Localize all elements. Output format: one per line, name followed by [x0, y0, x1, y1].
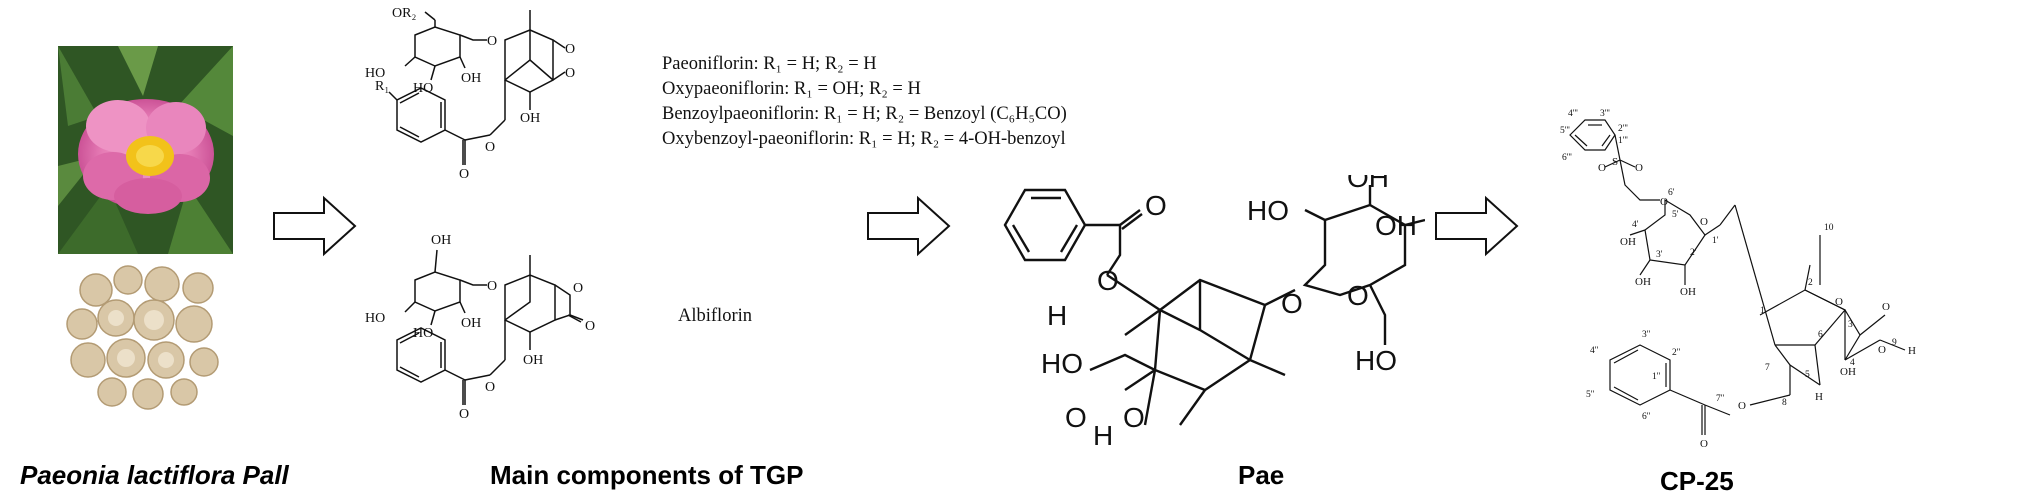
cp25-o-atom-1: O	[1598, 162, 1606, 174]
cp25-o-atom-3: O	[1660, 196, 1668, 208]
cp25-num: 5'	[1672, 210, 1679, 220]
pae-h-atom-1: H	[1047, 300, 1067, 331]
cp25-o-atom-4: O	[1700, 216, 1708, 228]
cp25-num: 6'''	[1562, 153, 1572, 163]
cp25-caption: CP-25	[1660, 466, 1734, 496]
pae-o-atom-2: O	[1097, 265, 1119, 296]
cp25-structure: S O O O O OH OH OH O O O OH H H O O 1 2 …	[1560, 109, 1916, 450]
cp25-num: 5''	[1586, 390, 1594, 400]
alb-oh-atom-1: OH	[431, 233, 451, 248]
or2-atom: OR₂	[392, 6, 416, 21]
pae-ho-atom-1: HO	[1041, 348, 1083, 379]
cp25-num: 1	[1760, 306, 1765, 316]
cp25-num: 3	[1848, 320, 1853, 330]
cp25-num: 9	[1892, 338, 1897, 348]
cp25-num: 2''	[1672, 348, 1680, 358]
cp25-num: 6''	[1642, 412, 1650, 422]
cp25-num: 3'''	[1600, 109, 1610, 119]
ho-atom-2: HO	[413, 81, 433, 96]
cp25-o-atom-2: O	[1635, 162, 1643, 174]
cp25-num: 5	[1805, 370, 1810, 380]
alb-ho-atom-2: HO	[413, 326, 433, 341]
cp25-atom-numbering: 1 2 3 4 5 6 7 8 9 10 1' 2' 3' 4' 5' 6' 1…	[1560, 109, 1897, 422]
paeoniflorin-structure: OR₂ HO HO OH O O O OH R₁ O O	[365, 6, 575, 182]
cp25-oh-atom-4: OH	[1840, 366, 1856, 378]
cp25-o-atom-7: O	[1878, 344, 1886, 356]
cp25-num: 6	[1818, 330, 1823, 340]
tgp-caption: Main components of TGP	[490, 460, 804, 490]
pae-oh-atom-1: OH	[1347, 175, 1389, 193]
cp25-o-atom-8: O	[1738, 400, 1746, 412]
cp25-oh-atom-3: OH	[1680, 286, 1696, 298]
pae-structure: O O H HO O O H O O OH HO OH HO	[1003, 175, 1425, 451]
cp25-h-atom-1: H	[1815, 391, 1823, 403]
o-atom-2: O	[565, 42, 575, 57]
cp25-h-atom-2: H	[1908, 345, 1916, 357]
pae-ho-atom-2: HO	[1247, 195, 1289, 226]
pae-o-atom-6: O	[1347, 280, 1369, 311]
alb-o-atom-2: O	[573, 281, 583, 296]
plant-caption: Paeonia lactiflora Pall	[20, 460, 289, 490]
r-group-line-benzoylpaeoniflorin: Benzoylpaeoniflorin: R₁ = H; R₂ = Benzoy…	[662, 104, 1067, 124]
alb-o-atom-3: O	[585, 319, 595, 334]
cp25-num: 7	[1765, 363, 1770, 373]
o-atom-5: O	[459, 167, 469, 182]
ho-atom-1: HO	[365, 66, 385, 81]
alb-o-atom-4: O	[485, 380, 495, 395]
cp25-num: 4'''	[1568, 109, 1578, 119]
cp25-s-atom: S	[1612, 156, 1618, 168]
pae-ho-atom-3: HO	[1355, 345, 1397, 376]
alb-o-atom-1: O	[487, 279, 497, 294]
peony-root-slices-photo	[58, 262, 233, 410]
pae-caption: Pae	[1238, 460, 1285, 490]
alb-ho-atom-1: HO	[365, 311, 385, 326]
pae-o-atom-4: O	[1123, 402, 1145, 433]
cp25-num: 1'	[1712, 236, 1719, 246]
peony-flower-photo	[58, 46, 233, 254]
arrow-2	[867, 195, 951, 257]
cp25-num: 7''	[1716, 394, 1724, 404]
r-group-line-paeoniflorin: Paeoniflorin: R₁ = H; R₂ = H	[662, 54, 877, 74]
cp25-num: 1'''	[1618, 136, 1628, 146]
pae-o-atom-5: O	[1281, 288, 1303, 319]
pae-h-atom-2: H	[1093, 420, 1113, 451]
cp25-oh-atom-1: OH	[1620, 236, 1636, 248]
cp25-o-atom-5: O	[1835, 296, 1843, 308]
cp25-o-atom-9: O	[1700, 438, 1708, 450]
alb-oh-atom-2: OH	[461, 316, 481, 331]
cp25-num: 2'	[1690, 248, 1697, 258]
r-group-line-oxybenzoylpaeoniflorin: Oxybenzoyl-paeoniflorin: R₁ = H; R₂ = 4-…	[662, 129, 1066, 149]
albiflorin-structure: OH HO HO OH O O O OH O O	[365, 233, 595, 422]
cp25-o-atom-6: O	[1882, 301, 1890, 313]
pae-o-atom-1: O	[1145, 190, 1167, 221]
cp25-num: 6'	[1668, 188, 1675, 198]
cp25-num: 4'	[1632, 220, 1639, 230]
o-atom-1: O	[487, 34, 497, 49]
alb-o-atom-5: O	[459, 407, 469, 422]
oh-atom-2: OH	[520, 111, 540, 126]
cp25-num: 4	[1850, 358, 1855, 368]
cp25-num: 5'''	[1560, 126, 1570, 136]
cp25-num: 4''	[1590, 346, 1598, 356]
r-group-line-oxypaeoniflorin: Oxypaeoniflorin: R₁ = OH; R₂ = H	[662, 79, 921, 99]
albiflorin-label: Albiflorin	[678, 306, 752, 326]
arrow-1	[273, 195, 357, 257]
cp25-num: 1''	[1652, 372, 1660, 382]
cp25-num: 2	[1808, 278, 1813, 288]
arrow-3	[1435, 195, 1519, 257]
o-atom-4: O	[485, 140, 495, 155]
cp25-num: 3''	[1642, 330, 1650, 340]
r1-atom: R₁	[375, 79, 389, 94]
o-atom-3: O	[565, 66, 575, 81]
cp25-num: 8	[1782, 398, 1787, 408]
pae-oh-atom-2: OH	[1375, 210, 1417, 241]
cp25-num: 10	[1824, 223, 1834, 233]
r-group-definitions: Paeoniflorin: R₁ = H; R₂ = H Oxypaeonifl…	[662, 52, 1067, 152]
oh-atom-1: OH	[461, 71, 481, 86]
cp25-oh-atom-2: OH	[1635, 276, 1651, 288]
alb-oh-atom-3: OH	[523, 353, 543, 368]
pae-o-atom-3: O	[1065, 402, 1087, 433]
cp25-num: 3'	[1656, 250, 1663, 260]
cp25-num: 2'''	[1618, 124, 1628, 134]
